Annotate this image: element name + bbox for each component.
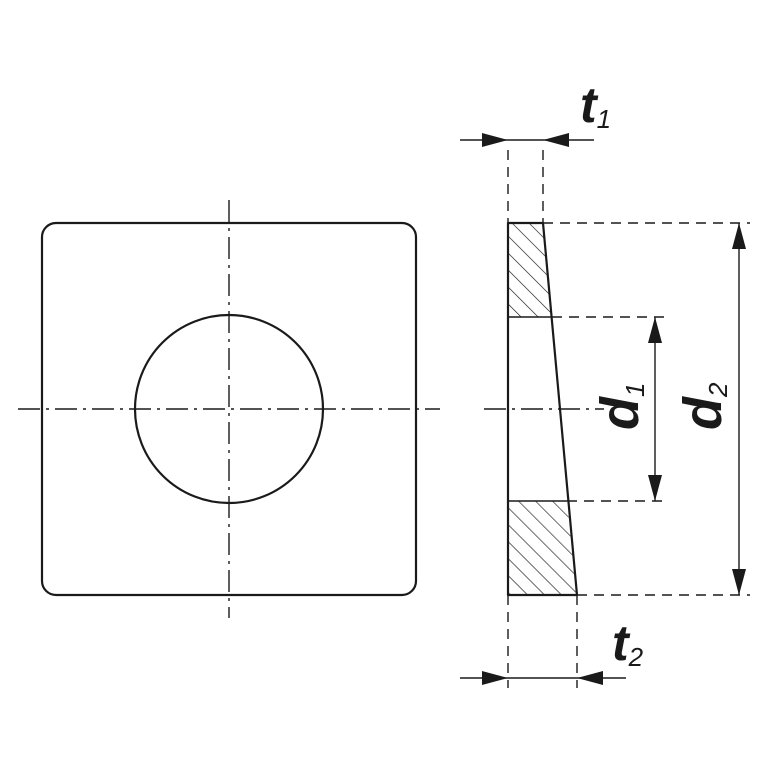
t1-arrow-left: [482, 133, 508, 147]
t1-label: t1: [580, 77, 611, 134]
section-view: [484, 221, 604, 597]
d2-label-main: d: [673, 396, 733, 430]
t2-arrow-right: [577, 671, 603, 685]
t2-arrow-left: [482, 671, 508, 685]
t1-arrow-right: [543, 133, 569, 147]
d1-arrow-top: [648, 317, 662, 343]
t2-label-main: t: [612, 615, 631, 671]
dimension-t1: t1: [460, 77, 611, 223]
d2-arrow-top: [732, 223, 746, 249]
dimension-d2: d2: [543, 222, 750, 596]
t1-label-main: t: [580, 77, 599, 133]
t2-label: t2: [612, 615, 644, 672]
d2-arrow-bottom: [732, 569, 746, 595]
dimension-d1: d1: [552, 316, 666, 502]
dimension-t2: t2: [460, 595, 644, 688]
t2-label-sub: 2: [628, 642, 644, 672]
d1-label-main: d: [590, 396, 650, 430]
d1-arrow-bottom: [648, 475, 662, 501]
d2-label: d2: [673, 382, 733, 430]
section-bottom-hatch: [508, 501, 577, 595]
d1-label: d1: [590, 383, 650, 430]
d1-label-sub: 1: [620, 383, 650, 397]
section-top-hatch: [508, 223, 552, 317]
t1-label-sub: 1: [597, 104, 611, 134]
front-view: [18, 200, 440, 618]
d2-label-sub: 2: [703, 382, 733, 398]
